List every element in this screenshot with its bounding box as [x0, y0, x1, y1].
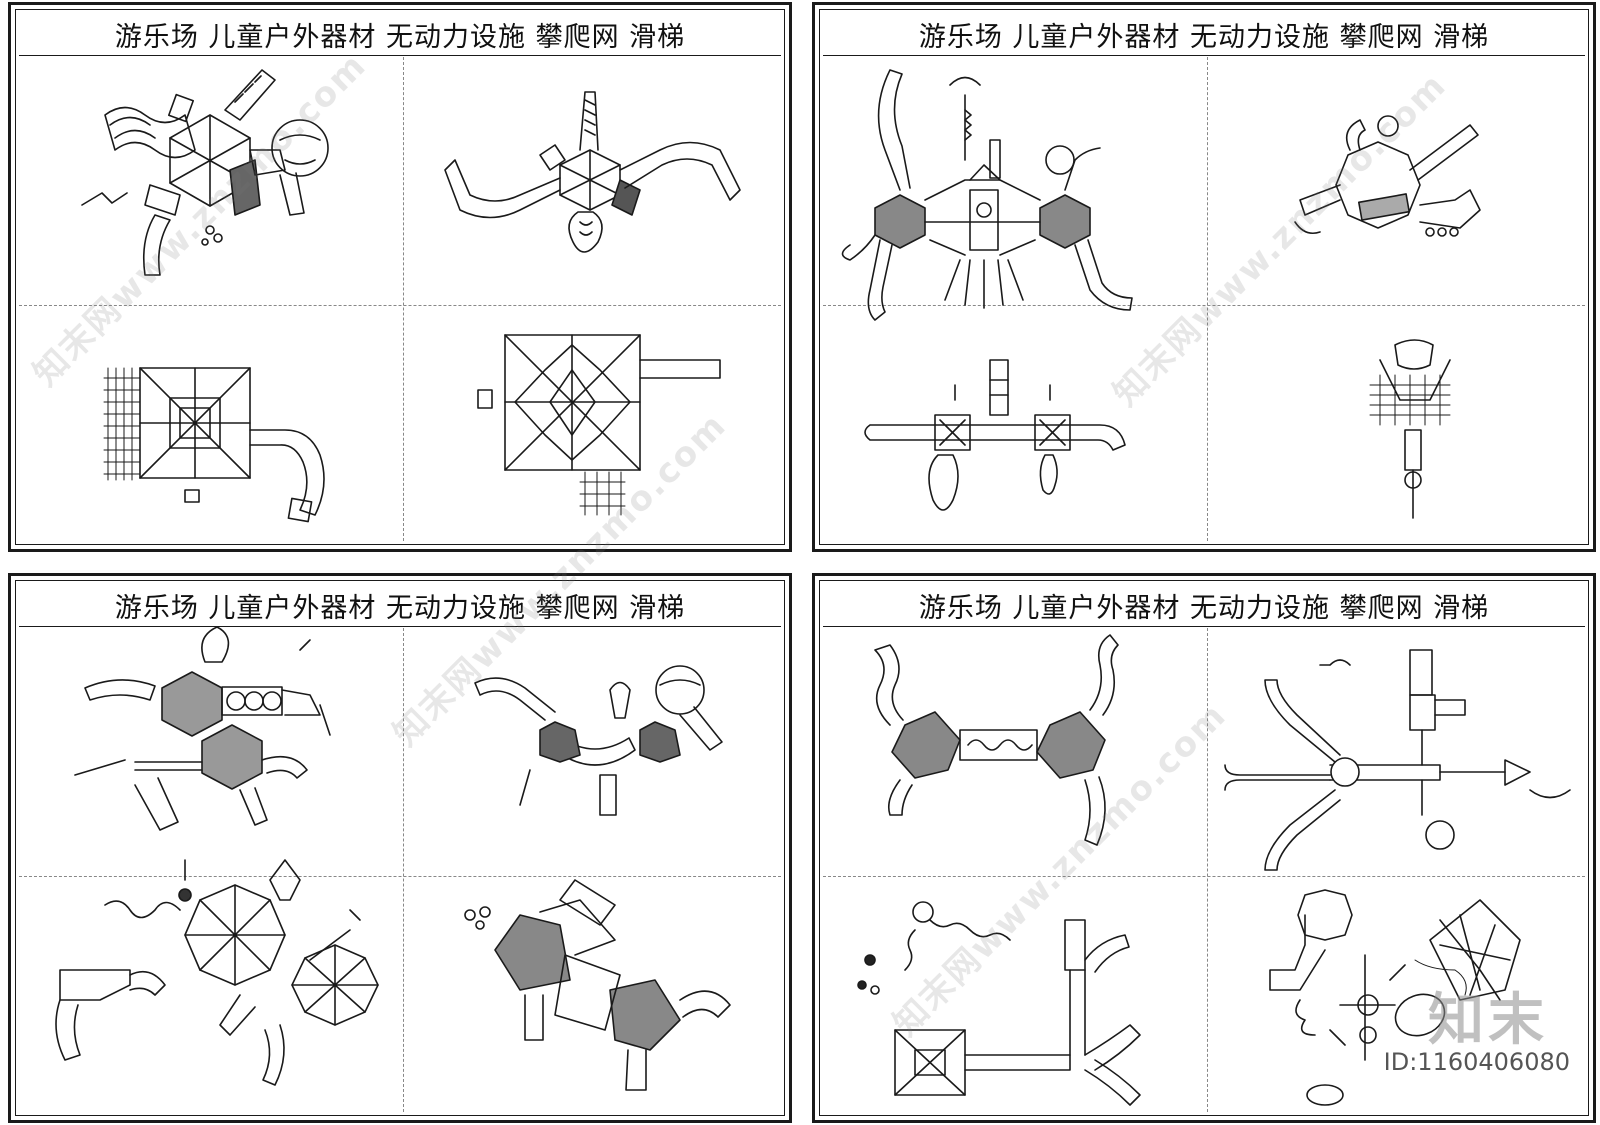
plan-twin-net-bridge — [874, 634, 1119, 846]
drawing-sheet-3: 游乐场 儿童户外器材 无动力设施 攀爬网 滑梯 — [8, 573, 792, 1123]
panel-divider-vertical — [1207, 628, 1208, 1112]
plan-hex-tower-tube-slides — [444, 91, 741, 253]
panel-divider-vertical — [1207, 57, 1208, 541]
plan-net-pyramid — [103, 367, 325, 523]
plan-octagon-tower — [1294, 115, 1481, 237]
panel-divider-horizontal — [823, 305, 1585, 306]
drawing-sheet-1: 游乐场 儿童户外器材 无动力设施 攀爬网 滑梯 — [8, 2, 792, 552]
plan-hex-tower-slides — [81, 69, 329, 276]
plan-angled-towers — [464, 879, 731, 1091]
plan-arched-bridge — [474, 665, 723, 816]
sheet-title: 游乐场 儿童户外器材 无动力设施 攀爬网 滑梯 — [823, 13, 1585, 56]
sheet-title: 游乐场 儿童户外器材 无动力设施 攀爬网 滑梯 — [19, 584, 781, 627]
brand-watermark: 知末 — [1428, 988, 1548, 1053]
panel-divider-vertical — [403, 628, 404, 1112]
plan-twin-tower-complex — [841, 69, 1133, 321]
plan-cross-structure — [1224, 649, 1571, 871]
sheet-title: 游乐场 儿童户外器材 无动力设施 攀爬网 滑梯 — [823, 584, 1585, 627]
drawing-sheet-2: 游乐场 儿童户外器材 无动力设施 攀爬网 滑梯 — [812, 2, 1596, 552]
id-label: ID:1160406080 — [1383, 1048, 1570, 1076]
plan-climbing-frame — [1369, 339, 1451, 519]
plan-scattered-equipment — [1269, 889, 1521, 1106]
plan-umbrella-nets — [55, 859, 379, 1086]
panel-divider-horizontal — [19, 305, 781, 306]
plan-multi-hex-towers — [74, 626, 331, 831]
panel-divider-horizontal — [19, 876, 781, 877]
panel-divider-horizontal — [823, 876, 1585, 877]
plan-star-net-tower — [477, 334, 721, 516]
plan-linear-structure — [864, 359, 1126, 511]
sheet-title: 游乐场 儿童户外器材 无动力设施 攀爬网 滑梯 — [19, 13, 781, 56]
panel-divider-vertical — [403, 57, 404, 541]
plan-chain-course — [857, 901, 1141, 1106]
drawing-sheet-4: 游乐场 儿童户外器材 无动力设施 攀爬网 滑梯 — [812, 573, 1596, 1123]
